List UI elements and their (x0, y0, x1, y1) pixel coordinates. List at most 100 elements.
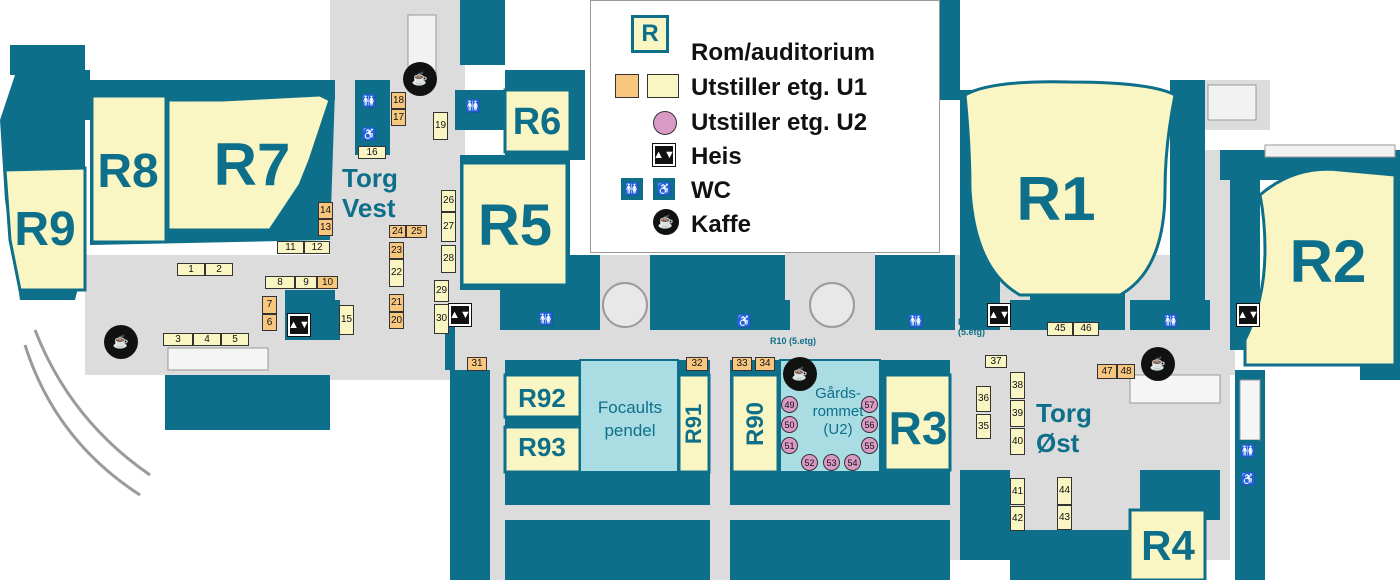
booth-35: 35 (976, 414, 991, 439)
booth-22: 22 (389, 259, 404, 287)
coffee-icon: ☕ (653, 209, 679, 235)
wc-icon: 🚻 (621, 178, 643, 200)
booth-2: 2 (205, 263, 233, 276)
booth-8: 8 (265, 276, 295, 289)
booth-29: 29 (434, 280, 449, 302)
booth-7: 7 (262, 296, 277, 314)
focaults-line1: Focaults (597, 398, 663, 417)
map-legend: R Rom/auditorium Utstiller etg. U1 Utsti… (590, 0, 940, 253)
room-r2: R2 (1289, 228, 1367, 295)
legend-u2-swatch (653, 111, 677, 135)
booth-1: 1 (177, 263, 205, 276)
booth-51: 51 (781, 437, 798, 454)
booth-54: 54 (844, 454, 861, 471)
room-r91: R91 (681, 403, 706, 445)
booth-34: 34 (755, 357, 775, 371)
booth-43: 43 (1057, 505, 1072, 530)
room-r4: R4 (1141, 522, 1195, 569)
gard-line1: Gårds- (815, 385, 861, 402)
booth-46: 46 (1073, 322, 1099, 336)
coffee-icon: ☕ (104, 325, 138, 359)
booth-16: 16 (358, 146, 386, 159)
coffee-icon: ☕ (783, 357, 817, 391)
legend-coffee-label: Kaffe (691, 211, 752, 238)
room-r93: R93 (518, 432, 566, 462)
room-r90: R90 (742, 401, 769, 447)
coffee-icon: ☕ (1141, 347, 1175, 381)
booth-5: 5 (221, 333, 249, 346)
booth-26: 26 (441, 190, 456, 212)
accessible-wc-icon: ♿ (736, 314, 752, 328)
booth-10: 10 (317, 276, 338, 289)
booth-9: 9 (295, 276, 317, 289)
booth-3: 3 (163, 333, 193, 346)
booth-31: 31 (467, 357, 487, 371)
legend-lift-label: Heis (691, 143, 742, 170)
booth-27: 27 (441, 212, 456, 242)
booth-25: 25 (406, 225, 427, 238)
wc-icon: 🚻 (908, 314, 924, 328)
booth-13: 13 (318, 219, 333, 236)
legend-room-symbol: R (631, 15, 669, 53)
accessible-wc-icon: ♿ (653, 178, 675, 200)
booth-52: 52 (801, 454, 818, 471)
booth-56: 56 (861, 416, 878, 433)
booth-44: 44 (1057, 477, 1072, 505)
booth-33: 33 (732, 357, 752, 371)
booth-17: 17 (391, 109, 406, 126)
r10-right-label: R10 (5.etg) (958, 317, 985, 337)
area-torg-vest: Torg Vest (342, 163, 398, 223)
booth-20: 20 (389, 312, 404, 329)
room-r5: R5 (477, 193, 553, 258)
booth-24: 24 (389, 225, 406, 238)
booth-21: 21 (389, 294, 404, 312)
booth-50: 50 (781, 416, 798, 433)
booth-37: 37 (985, 355, 1007, 368)
room-r9: R9 (14, 203, 76, 256)
booth-49: 49 (781, 396, 798, 413)
legend-u1-orange-swatch (615, 74, 639, 98)
booth-14: 14 (318, 202, 333, 219)
r10-center-label: R10 (5.etg) (770, 336, 817, 346)
booth-41: 41 (1010, 478, 1025, 505)
booth-48: 48 (1117, 364, 1135, 379)
room-r3: R3 (888, 402, 948, 454)
lift-icon: ▲▼ (652, 143, 676, 167)
lift-icon: ▲▼ (1236, 303, 1260, 327)
booth-28: 28 (441, 245, 456, 273)
area-torg-ost: Torg Øst (1036, 398, 1092, 458)
legend-wc-label: WC (691, 177, 731, 204)
booth-18: 18 (391, 92, 406, 109)
booth-47: 47 (1097, 364, 1117, 379)
booth-36: 36 (976, 386, 991, 412)
area-focaults-pendel: Focaults pendel (582, 396, 678, 442)
accessible-wc-icon: ♿ (361, 127, 377, 141)
focaults-line2: pendel (604, 421, 656, 440)
torg-vest-line1: Torg (342, 163, 398, 193)
wc-icon: 🚻 (538, 312, 554, 326)
booth-38: 38 (1010, 372, 1025, 399)
booth-12: 12 (304, 241, 330, 254)
room-r7: R7 (213, 131, 291, 198)
r10-right-line1: R10 (958, 317, 975, 327)
booth-57: 57 (861, 396, 878, 413)
torg-vest-line2: Vest (342, 193, 396, 223)
lift-icon: ▲▼ (987, 303, 1011, 327)
booth-39: 39 (1010, 400, 1025, 427)
room-r6: R6 (512, 101, 562, 143)
booth-42: 42 (1010, 506, 1025, 531)
torg-ost-line1: Torg (1036, 398, 1092, 428)
booth-19: 19 (433, 112, 448, 140)
booth-23: 23 (389, 242, 404, 259)
room-r8: R8 (97, 145, 159, 198)
booth-32: 32 (686, 357, 708, 371)
gard-line2: rommet (812, 403, 864, 420)
booth-53: 53 (823, 454, 840, 471)
booth-15: 15 (339, 305, 354, 335)
booth-40: 40 (1010, 428, 1025, 455)
r10-right-line2: (5.etg) (958, 327, 985, 337)
wc-icon: 🚻 (465, 99, 481, 113)
room-r92: R92 (518, 383, 566, 413)
